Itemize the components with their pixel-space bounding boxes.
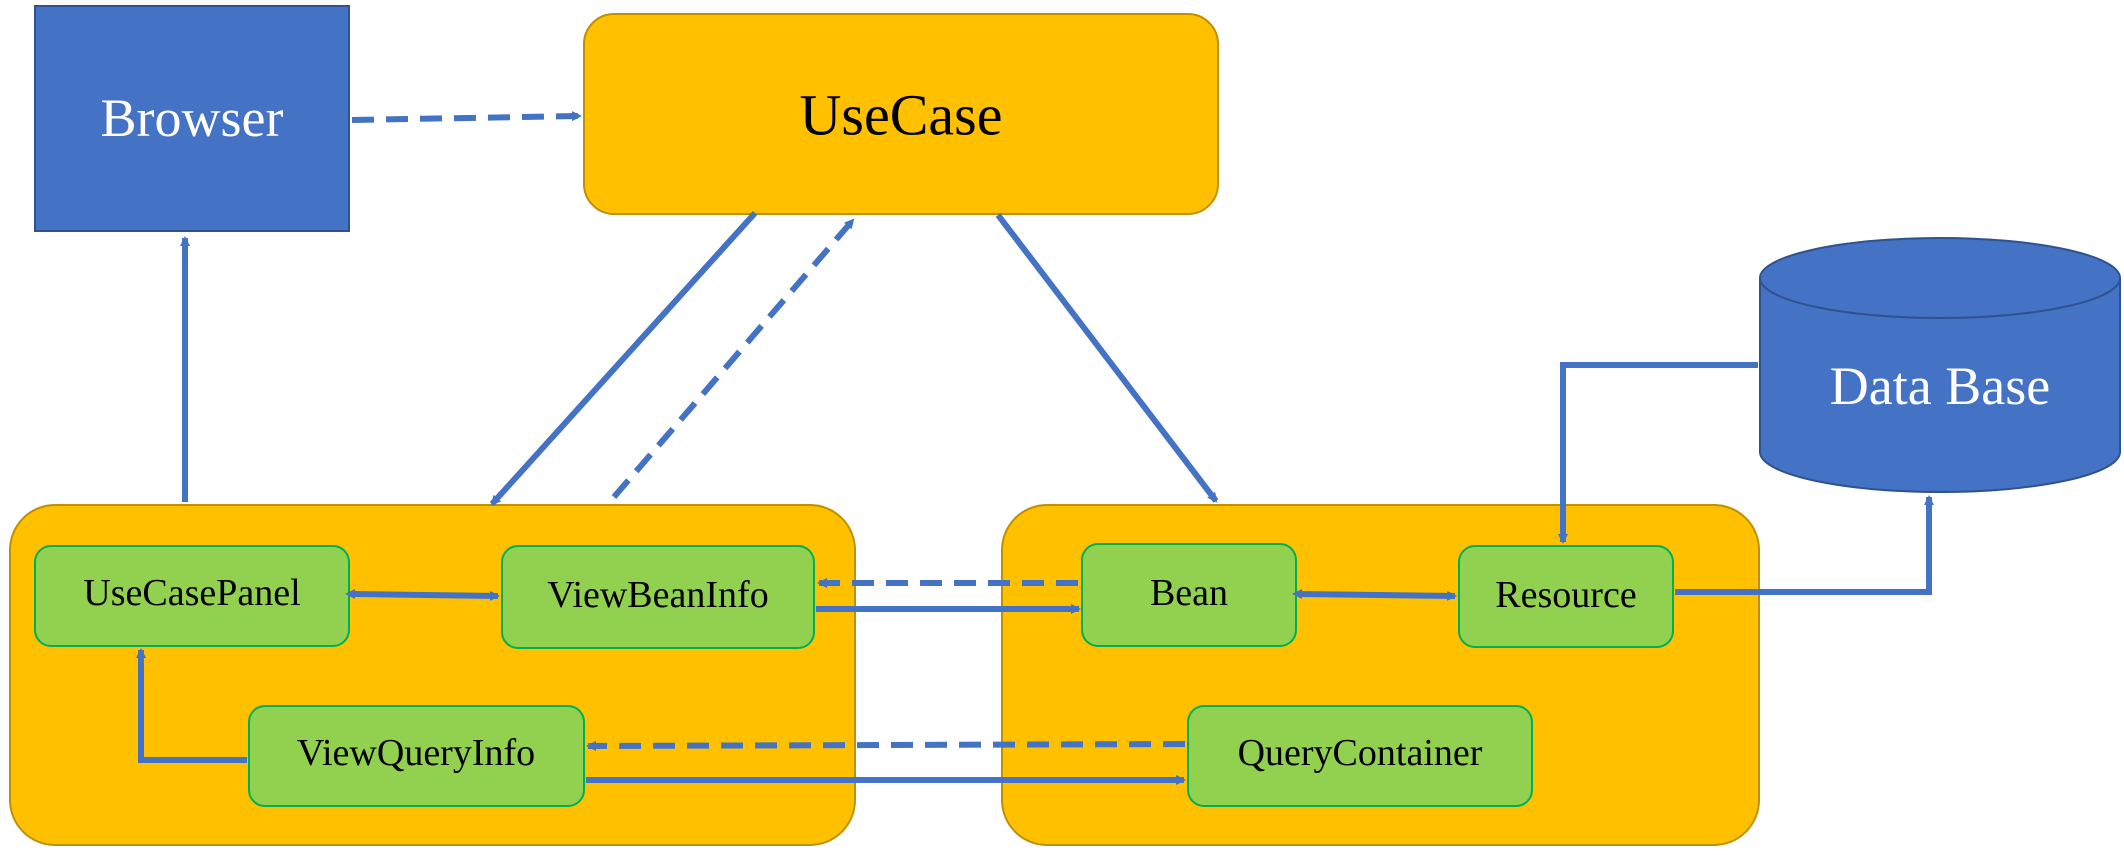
usecasepanel-node: UseCasePanel xyxy=(34,545,350,647)
browser-node: Browser xyxy=(34,5,350,232)
resource-label: Resource xyxy=(1495,574,1636,616)
usecase-label: UseCase xyxy=(800,83,1003,148)
database-node: Data Base xyxy=(1759,237,2121,493)
viewqueryinfo-node: ViewQueryInfo xyxy=(248,705,585,807)
database-to-resource-arrow xyxy=(1558,362,1758,544)
viewbeaninfo-node: ViewBeanInfo xyxy=(501,545,815,649)
usecasepanel-viewbeaninfo-arrow xyxy=(345,589,500,601)
usecase-node: UseCase xyxy=(583,13,1219,215)
bean-label: Bean xyxy=(1150,572,1228,614)
querycontainer-to-viewqueryinfo-arrow xyxy=(586,740,1186,751)
browser-to-usecase-arrow xyxy=(351,111,582,123)
bean-resource-arrow xyxy=(1292,589,1457,601)
viewbeaninfo-label: ViewBeanInfo xyxy=(547,574,768,616)
bean-node: Bean xyxy=(1081,543,1297,647)
viewqueryinfo-label: ViewQueryInfo xyxy=(297,732,535,774)
usecasepanel-label: UseCasePanel xyxy=(83,572,300,614)
viewqueryinfo-to-usecasepanel-arrow xyxy=(136,648,247,763)
resource-to-database-arrow xyxy=(1675,495,1934,595)
querycontainer-label: QueryContainer xyxy=(1238,732,1483,774)
left-module-to-usecase-arrow xyxy=(611,218,856,499)
resource-node: Resource xyxy=(1458,545,1674,648)
usecase-to-right-module-arrow xyxy=(995,213,1219,503)
querycontainer-node: QueryContainer xyxy=(1187,705,1533,807)
database-label: Data Base xyxy=(1830,356,2050,416)
browser-label: Browser xyxy=(101,88,284,148)
usecase-to-left-module-arrow xyxy=(489,210,758,507)
